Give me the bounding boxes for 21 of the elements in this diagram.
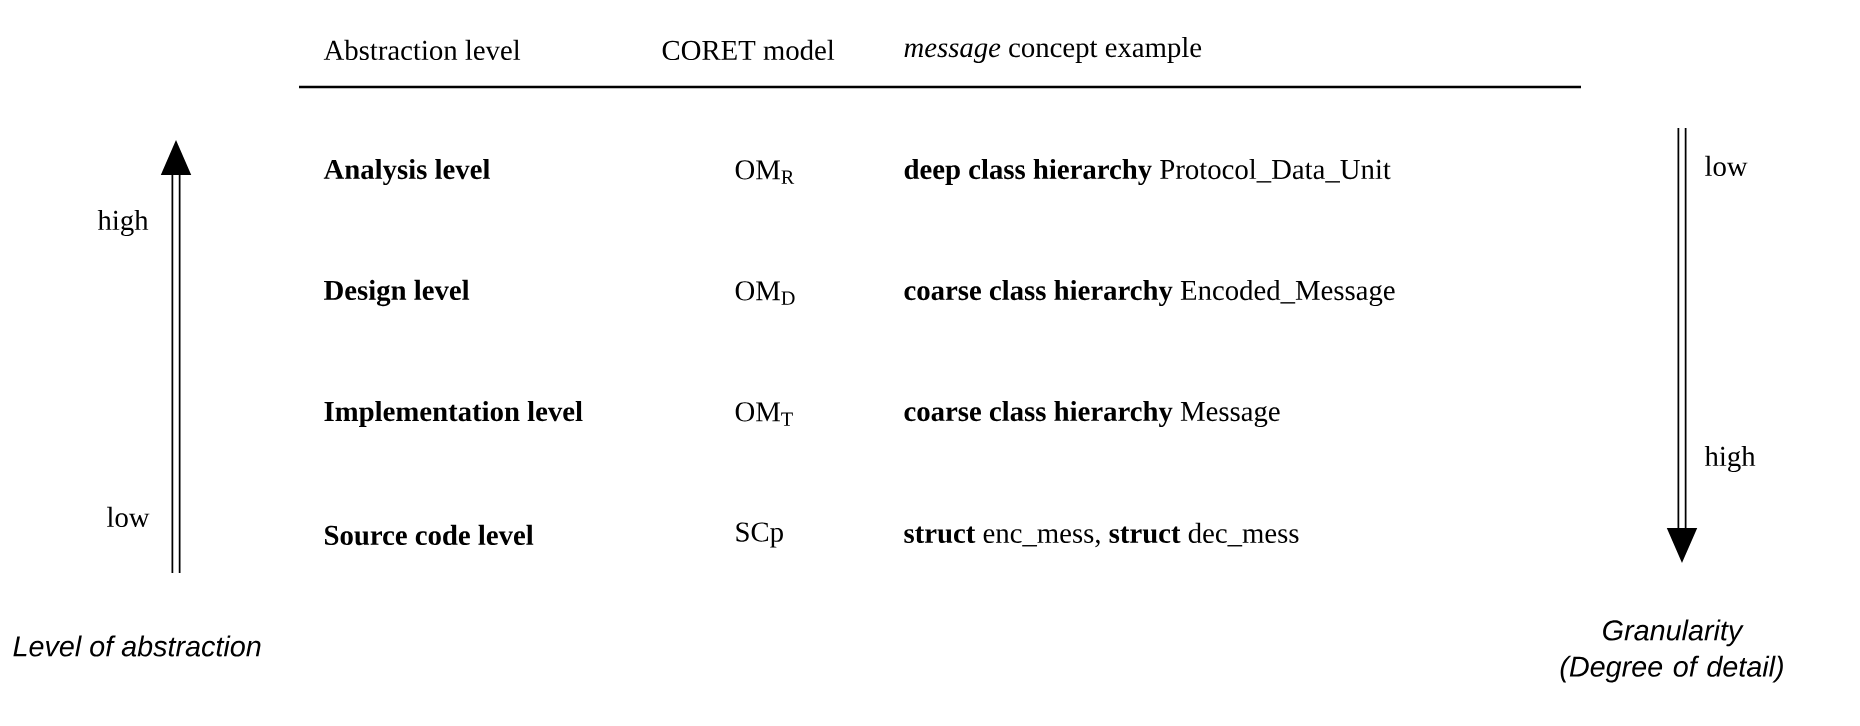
table-cell: coarse class hierarchy Message [904,400,1280,428]
row-heading: Design level [324,279,470,307]
table-cell: OM$_{T}$ [735,402,793,426]
scale-label: low [1705,155,1748,177]
scale-label: low [107,506,150,528]
scale-label: high [97,209,149,237]
table-cell: struct enc_mess, struct dec_mess [904,522,1299,548]
row-heading: Source code level [325,524,534,546]
scale-label: high [1704,445,1756,473]
table-cell: coarse class hierarchy Encoded_Message [904,279,1395,307]
axis-title: Granularity (Degree of detail) [1560,619,1783,683]
row-heading: Analysis level [323,158,490,186]
table-cell: OM$_{R}$ [735,160,795,184]
column-heading: message concept example [904,36,1202,64]
column-heading: CORET model [662,39,835,61]
table-cell: SCp [736,522,783,548]
row-heading: Implementation level [324,400,583,427]
table-cell: OM$_{D}$ [735,281,795,305]
axis-title: Level of abstraction [13,635,261,657]
column-heading: Abstraction level [323,39,521,61]
table-cell: deep class hierarchy Protocol_Data_Unit [904,158,1391,186]
